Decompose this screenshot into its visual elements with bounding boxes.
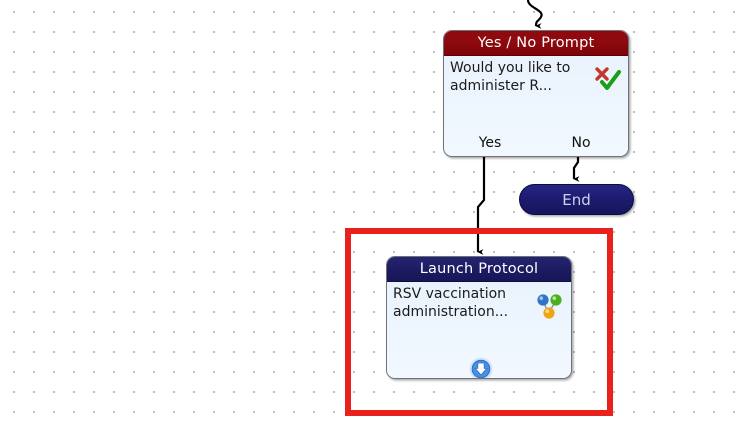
down-arrow-icon-yes[interactable] (479, 156, 501, 157)
down-arrow-icon-no[interactable] (570, 156, 592, 157)
selection-highlight[interactable] (345, 228, 613, 416)
node-header-launch-protocol: Launch Protocol (387, 257, 571, 282)
validation-status-icons (594, 66, 624, 94)
node-text-launch-protocol: RSV vaccination administration... (393, 286, 509, 320)
connector-inbound-to-prompt (526, 0, 543, 29)
node-body-yes-no-prompt: Would you like to administer R... Yes (444, 56, 628, 157)
node-body-launch-protocol: RSV vaccination administration... (387, 282, 571, 378)
end-node[interactable]: End (519, 184, 634, 215)
node-launch-protocol[interactable]: Launch Protocol RSV vaccination administ… (386, 256, 572, 379)
branch-label-yes: Yes (478, 135, 502, 151)
green-check-icon (600, 70, 621, 90)
node-text-yes-no-prompt: Would you like to administer R... (450, 60, 571, 94)
red-x-icon (595, 67, 609, 81)
branch-label-no: No (571, 135, 591, 151)
orange-node-icon (543, 307, 555, 319)
node-yes-no-prompt[interactable]: Yes / No Prompt Would you like to admini… (443, 30, 629, 157)
protocol-resource-icons (535, 292, 567, 324)
green-node-icon (550, 294, 562, 306)
node-header-yes-no-prompt: Yes / No Prompt (444, 31, 628, 56)
blue-node-icon (537, 294, 549, 306)
end-node-label: End (562, 191, 591, 209)
down-arrow-icon-launch[interactable] (469, 357, 493, 378)
